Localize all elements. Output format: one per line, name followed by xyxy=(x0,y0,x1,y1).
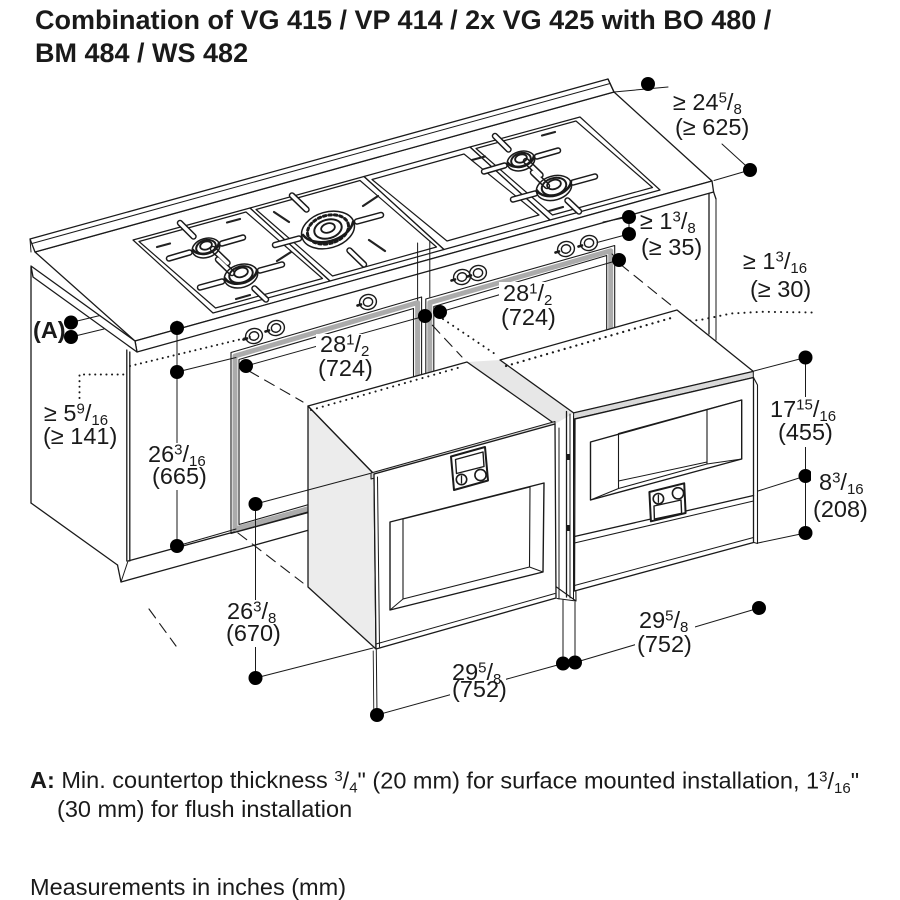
svg-text:83/16: 83/16 xyxy=(819,469,864,498)
svg-text:(455): (455) xyxy=(778,419,833,445)
svg-text:(752): (752) xyxy=(637,631,692,657)
svg-text:(≥ 141): (≥ 141) xyxy=(43,423,117,449)
svg-text:(30 mm) for flush installation: (30 mm) for flush installation xyxy=(57,796,352,822)
svg-text:(208): (208) xyxy=(813,496,868,522)
svg-text:Measurements in inches (mm): Measurements in inches (mm) xyxy=(30,874,346,900)
svg-text:(≥ 625): (≥ 625) xyxy=(675,114,749,140)
svg-text:(724): (724) xyxy=(318,355,373,381)
svg-text:BM 484 / WS 482: BM 484 / WS 482 xyxy=(35,38,248,68)
svg-text:(752): (752) xyxy=(452,676,507,702)
svg-text:(724): (724) xyxy=(501,304,556,330)
svg-text:≥ 13/8: ≥ 13/8 xyxy=(640,208,696,237)
svg-text:A: Min. countertop thickness 3: A: Min. countertop thickness 3/4" (20 mm… xyxy=(30,767,859,797)
svg-text:Combination of VG 415 / VP 414: Combination of VG 415 / VP 414 / 2x VG 4… xyxy=(35,5,772,35)
svg-text:281/2: 281/2 xyxy=(320,331,369,360)
svg-text:(≥ 30): (≥ 30) xyxy=(750,276,811,302)
svg-text:≥ 245/8: ≥ 245/8 xyxy=(673,89,742,118)
svg-text:≥ 13/16: ≥ 13/16 xyxy=(743,248,807,277)
svg-text:(670): (670) xyxy=(226,620,281,646)
svg-text:(665): (665) xyxy=(152,463,207,489)
svg-text:(≥ 35): (≥ 35) xyxy=(641,234,702,260)
svg-text:(A): (A) xyxy=(33,317,66,343)
